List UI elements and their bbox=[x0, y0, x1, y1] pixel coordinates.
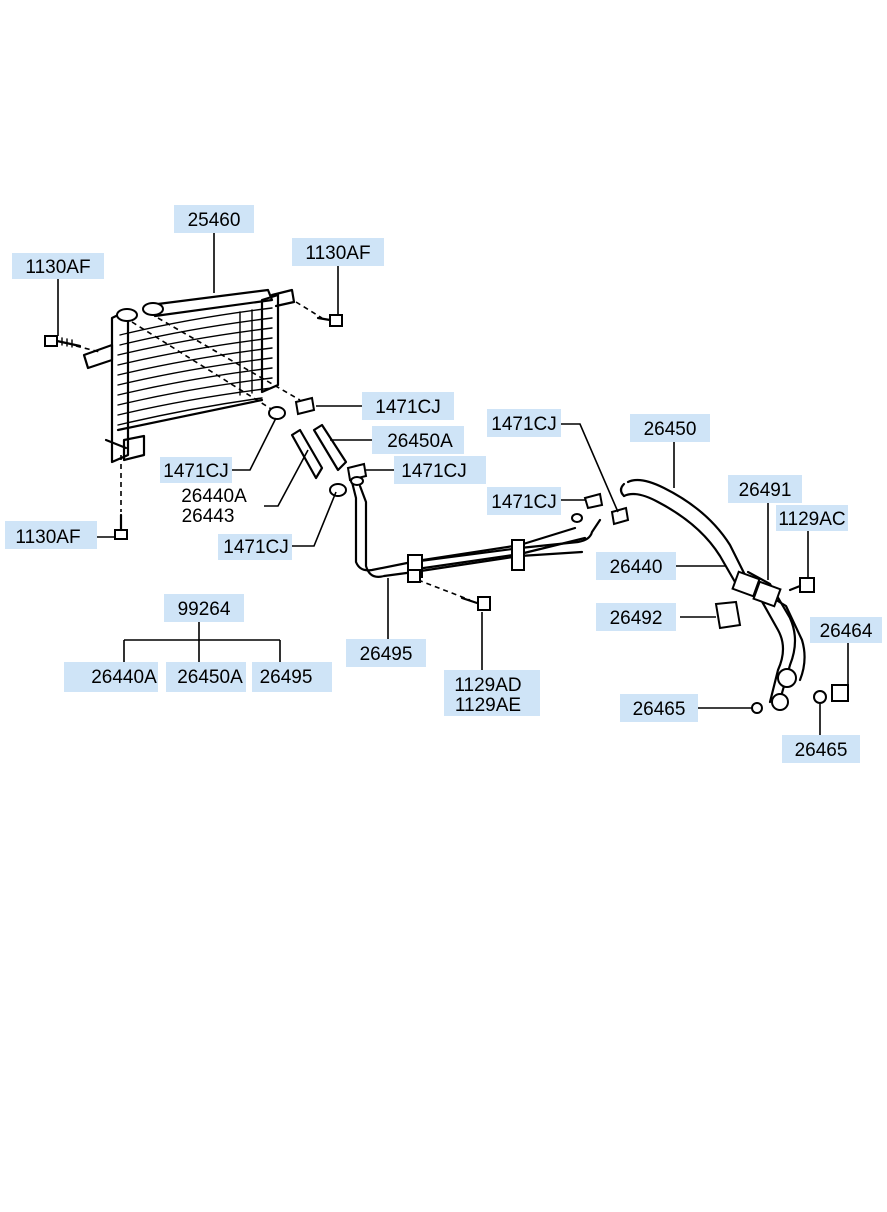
svg-text:1130AF: 1130AF bbox=[25, 257, 90, 278]
centerline-outlet bbox=[157, 317, 301, 401]
label-1129ac: 1129AC bbox=[776, 505, 848, 531]
label-1130af-left: 1130AF bbox=[12, 253, 104, 279]
label-26440a-26443: 26440A 26443 bbox=[181, 486, 247, 527]
centerline-inlet bbox=[131, 321, 277, 413]
short-hoses bbox=[290, 423, 348, 480]
svg-text:1471CJ: 1471CJ bbox=[491, 414, 557, 435]
svg-text:26440: 26440 bbox=[610, 557, 663, 578]
svg-text:26440A: 26440A bbox=[91, 667, 157, 688]
svg-text:26450A: 26450A bbox=[387, 431, 453, 452]
svg-text:25460: 25460 bbox=[188, 210, 241, 231]
svg-text:1130AF: 1130AF bbox=[305, 243, 370, 264]
label-kit-items: 26440A 26450A 26495 bbox=[64, 662, 332, 692]
bolt-1129ac bbox=[788, 577, 815, 593]
label-1129ad-1129ae: 1129AD 1129AE bbox=[444, 670, 540, 716]
svg-text:26491: 26491 bbox=[739, 480, 792, 501]
label-26440: 26440 bbox=[596, 552, 676, 580]
label-26464: 26464 bbox=[810, 617, 882, 643]
svg-text:26464: 26464 bbox=[820, 621, 873, 642]
svg-text:26450A: 26450A bbox=[177, 667, 243, 688]
svg-text:26465: 26465 bbox=[795, 740, 848, 761]
label-1471cj-d: 1471CJ bbox=[218, 534, 292, 560]
long-hoses bbox=[619, 478, 806, 704]
svg-text:1129AE: 1129AE bbox=[455, 695, 521, 716]
centerline-bracket-bolt bbox=[417, 579, 471, 601]
label-1130af-right: 1130AF bbox=[292, 238, 384, 266]
clamp-parts bbox=[268, 396, 630, 526]
svg-text:26440A: 26440A bbox=[181, 486, 247, 507]
label-26491: 26491 bbox=[728, 475, 802, 503]
svg-text:1471CJ: 1471CJ bbox=[491, 492, 557, 513]
label-26495: 26495 bbox=[346, 639, 426, 667]
label-99264: 99264 bbox=[164, 594, 244, 622]
label-1130af-bottom: 1130AF bbox=[5, 521, 97, 549]
svg-text:1471CJ: 1471CJ bbox=[401, 461, 467, 482]
tube-assembly bbox=[350, 476, 602, 583]
svg-text:26495: 26495 bbox=[260, 667, 313, 688]
svg-text:26495: 26495 bbox=[360, 644, 413, 665]
oil-cooler-radiator bbox=[82, 288, 296, 464]
bracket-26492 bbox=[714, 600, 742, 630]
label-1471cj-b: 1471CJ bbox=[160, 457, 232, 483]
bolt-right bbox=[316, 314, 343, 327]
label-26492: 26492 bbox=[596, 603, 676, 631]
leader-lines bbox=[57, 232, 849, 735]
svg-text:26450: 26450 bbox=[644, 419, 697, 440]
svg-text:1129AC: 1129AC bbox=[778, 509, 845, 530]
label-26450: 26450 bbox=[630, 414, 710, 442]
label-26465-left: 26465 bbox=[620, 694, 698, 722]
svg-text:26443: 26443 bbox=[182, 506, 235, 527]
bracket-bolt bbox=[460, 596, 491, 611]
label-1471cj-c: 1471CJ bbox=[394, 456, 486, 484]
bolt-bottom bbox=[114, 513, 128, 540]
svg-text:1471CJ: 1471CJ bbox=[223, 537, 289, 558]
bolt-left bbox=[44, 335, 82, 348]
svg-text:1130AF: 1130AF bbox=[15, 527, 80, 548]
eye-bolt-parts bbox=[751, 668, 849, 714]
centerline-left-bolt bbox=[75, 345, 101, 353]
centerline-right-bolt bbox=[295, 301, 323, 319]
label-1471cj-e: 1471CJ bbox=[487, 409, 561, 437]
label-1471cj-a: 1471CJ bbox=[362, 392, 454, 420]
label-26450a: 26450A bbox=[372, 426, 464, 454]
svg-text:1129AD: 1129AD bbox=[454, 675, 521, 696]
label-26465-right: 26465 bbox=[782, 735, 860, 763]
svg-text:26465: 26465 bbox=[633, 699, 686, 720]
svg-text:1471CJ: 1471CJ bbox=[163, 461, 229, 482]
label-1471cj-f: 1471CJ bbox=[487, 487, 561, 515]
label-25460: 25460 bbox=[174, 205, 254, 233]
svg-text:1471CJ: 1471CJ bbox=[375, 397, 441, 418]
svg-text:26492: 26492 bbox=[610, 608, 663, 629]
svg-text:99264: 99264 bbox=[178, 599, 231, 620]
